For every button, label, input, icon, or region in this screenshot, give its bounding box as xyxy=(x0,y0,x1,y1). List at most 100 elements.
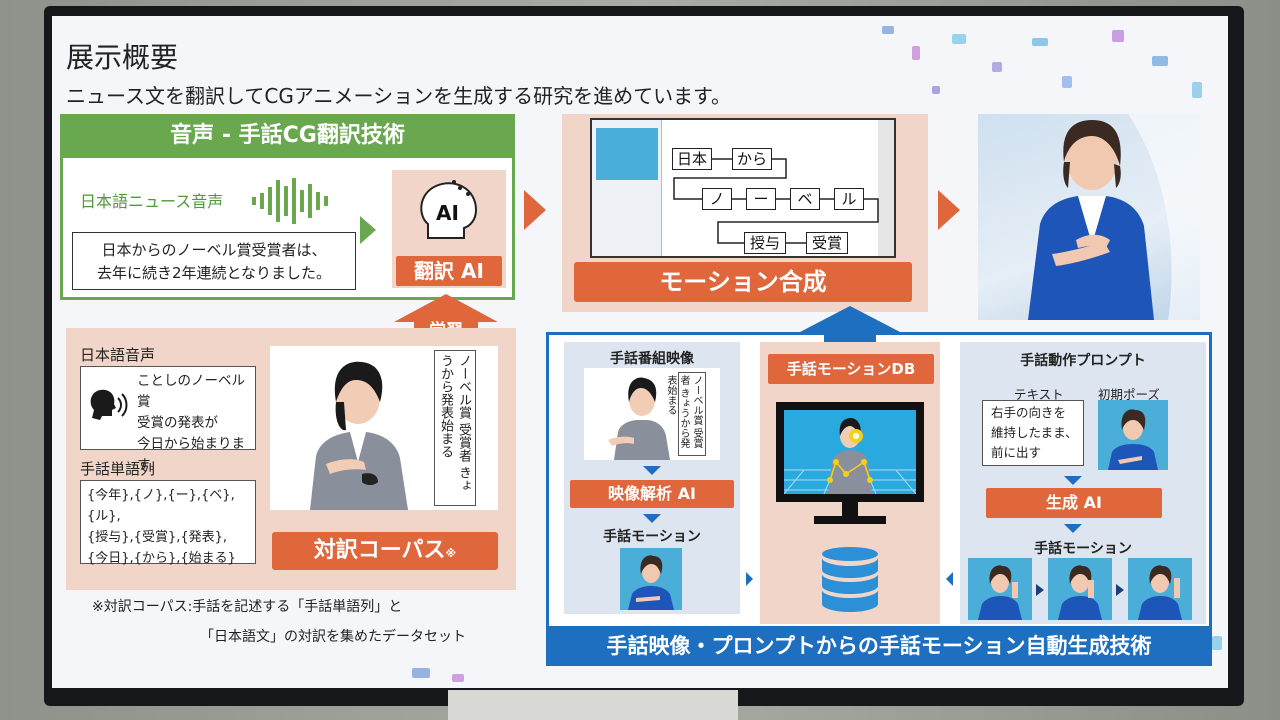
corpus-button: 対訳コーパス※ xyxy=(272,532,498,570)
decoration xyxy=(412,668,430,678)
caption-vertical: ノーベル賞 受賞者 きょうから発表始まる xyxy=(665,372,706,456)
display-screen: 展示概要 ニュース文を翻訳してCGアニメーションを生成する研究を進めています。 … xyxy=(52,16,1228,688)
decoration xyxy=(1192,82,1202,98)
sign-video-title: 手話番組映像 xyxy=(610,351,694,367)
arrow-right-icon xyxy=(1116,584,1124,596)
signer-figure xyxy=(310,361,408,510)
decoration xyxy=(1112,30,1124,42)
generated-motion-label: 手話モーション xyxy=(1034,541,1132,557)
text-label: テキスト xyxy=(1014,387,1064,402)
word-box: から xyxy=(732,148,772,170)
avatar-figure xyxy=(1108,409,1158,470)
tv-stand xyxy=(448,690,738,720)
cg-avatar-image xyxy=(1028,114,1200,320)
decoration xyxy=(882,26,894,34)
prompt-line: 前に出す xyxy=(991,445,1042,460)
auto-generation-banner: 手話映像・プロンプトからの手話モーション自動生成技術 xyxy=(546,626,1212,666)
word-connector-lines xyxy=(673,158,879,244)
arrow-right-icon xyxy=(938,190,960,230)
sign-motion-thumbnail xyxy=(620,548,682,610)
avatar-figure xyxy=(978,565,1022,620)
motion-capture-screen xyxy=(784,410,916,494)
avatar-figure xyxy=(1058,565,1102,620)
prompt-text-box: 右手の向きを 維持したまま、 前に出す xyxy=(982,400,1084,466)
news-audio-label: 日本語ニュース音声 xyxy=(80,192,224,211)
sound-wave-icon xyxy=(252,178,328,224)
sentence-line: 日本からのノーベル賞受賞者は、 xyxy=(101,241,327,259)
sign-word-box: {今年},{ノ},{ー},{ベ},{ル}, {授与},{受賞},{発表}, {今… xyxy=(80,480,256,566)
initial-pose-label: 初期ポーズ xyxy=(1098,387,1160,402)
footnote: 「日本語文」の対訳を集めたデータセット xyxy=(200,629,466,645)
motion-frame-thumbnail xyxy=(1048,558,1112,620)
sentence-box: 日本からのノーベル賞受賞者は、 去年に続き2年連続となりました。 xyxy=(72,232,356,290)
word-line: {今日},{から},{始まる} xyxy=(87,551,236,566)
japanese-audio-label: 日本語音声 xyxy=(80,346,156,364)
decoration xyxy=(1152,56,1168,66)
decoration xyxy=(1212,636,1222,650)
arrow-right-icon xyxy=(524,190,546,230)
monitor-stand xyxy=(842,502,858,516)
motion-synthesis-button: モーション合成 xyxy=(574,262,912,302)
speech-line: ことしのノーベル賞 xyxy=(137,373,245,410)
motion-prompt-title: 手話動作プロンプト xyxy=(1020,353,1146,369)
database-icon xyxy=(822,547,878,612)
sentence-line: 去年に続き2年連続となりました。 xyxy=(96,264,332,282)
avatar-figure xyxy=(1138,565,1182,620)
decoration xyxy=(952,34,966,44)
motion-frame-thumbnail xyxy=(1128,558,1192,620)
arrow-left-icon xyxy=(946,572,953,586)
arrow-down-icon xyxy=(1064,524,1082,533)
translation-ai-button: 翻訳 AI xyxy=(396,256,502,286)
word-box: ノ xyxy=(702,188,732,210)
arrow-down-icon xyxy=(1064,476,1082,485)
decoration xyxy=(932,86,940,94)
word-box: 受賞 xyxy=(806,232,848,254)
speech-line: 今日から始まります。 xyxy=(137,436,245,473)
arrow-down-icon xyxy=(643,466,661,475)
decoration xyxy=(452,674,464,682)
corpus-button-label: 対訳コーパス xyxy=(313,538,446,563)
motion-frame-thumbnail xyxy=(968,558,1032,620)
translation-heading: 音声 - 手話CG翻訳技術 xyxy=(60,114,515,158)
video-analysis-ai-button: 映像解析 AI xyxy=(570,480,734,508)
motion-db-button: 手話モーションDB xyxy=(768,354,934,384)
sign-word-label: 手話単語列 xyxy=(80,460,156,478)
word-line: {授与},{受賞},{発表}, xyxy=(87,530,228,545)
avatar-figure xyxy=(628,555,674,610)
page-subtitle: ニュース文を翻訳してCGアニメーションを生成する研究を進めています。 xyxy=(66,84,732,108)
prompt-line: 右手の向きを xyxy=(991,405,1067,420)
avatar-result-panel xyxy=(978,114,1200,320)
decoration xyxy=(1062,76,1072,88)
initial-pose-thumbnail xyxy=(1098,400,1168,470)
word-box: ベ xyxy=(790,188,820,210)
arrow-right-icon xyxy=(746,572,753,586)
sign-motion-label: 手話モーション xyxy=(603,529,701,545)
word-box: ル xyxy=(834,188,864,210)
monitor-base xyxy=(814,516,886,524)
editor-right-bar xyxy=(878,120,894,256)
word-line: {今年},{ノ},{ー},{ベ},{ル}, xyxy=(87,488,235,524)
corpus-button-mark: ※ xyxy=(445,547,457,560)
signer-figure xyxy=(608,377,670,460)
word-box: 日本 xyxy=(672,148,712,170)
decoration xyxy=(992,62,1002,72)
word-box: 授与 xyxy=(744,232,786,254)
prompt-line: 維持したまま、 xyxy=(991,425,1078,440)
footnote: ※対訳コーパス:手話を記述する「手話単語列」と xyxy=(92,599,403,615)
speech-line: 受賞の発表が xyxy=(137,415,218,431)
page-title: 展示概要 xyxy=(66,41,179,74)
arrow-down-icon xyxy=(643,514,661,523)
decoration xyxy=(1032,38,1048,46)
japanese-caption-vertical: ノーベル賞 受賞者 きょうから発表始まる xyxy=(434,350,476,506)
editor-avatar-thumbnail xyxy=(596,128,658,180)
word-box: ー xyxy=(746,188,776,210)
ai-icon-label: AI xyxy=(436,201,459,225)
arrow-up-icon xyxy=(800,306,900,346)
skeleton-figure xyxy=(784,418,916,494)
speaking-head-icon xyxy=(90,389,128,420)
ai-head-icon: AI xyxy=(420,180,478,239)
arrow-right-icon xyxy=(360,216,376,244)
generative-ai-button: 生成 AI xyxy=(986,488,1162,518)
arrow-right-icon xyxy=(1036,584,1044,596)
decoration xyxy=(912,46,920,60)
